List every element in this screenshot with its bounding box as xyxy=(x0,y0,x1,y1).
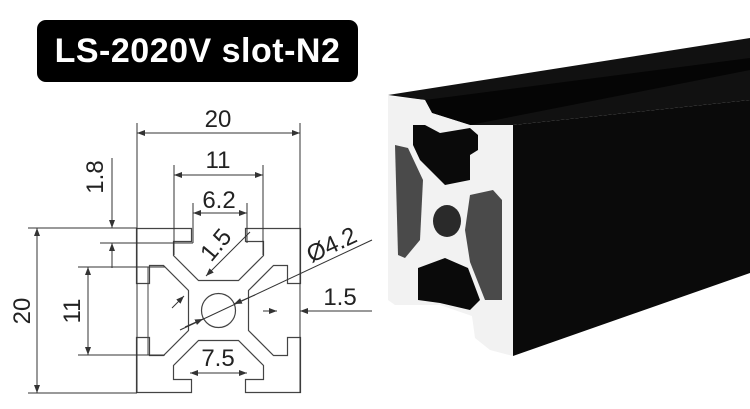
svg-text:11: 11 xyxy=(59,299,86,324)
svg-text:20: 20 xyxy=(205,106,232,133)
dim-lip-thickness: 1.8 xyxy=(28,158,193,268)
dim-overall-width: 20 xyxy=(136,106,301,393)
svg-text:1.8: 1.8 xyxy=(82,160,109,193)
front-face xyxy=(513,100,750,356)
svg-text:1.5: 1.5 xyxy=(323,284,356,311)
dim-wall-thickness: 1.5 xyxy=(263,284,372,314)
dim-side-slot-height: 11 xyxy=(59,266,165,356)
dim-overall-height: 20 xyxy=(9,228,137,394)
svg-text:6.2: 6.2 xyxy=(202,187,235,214)
svg-text:Ø4.2: Ø4.2 xyxy=(303,222,362,268)
technical-drawing: 20 11 6.2 1.8 xyxy=(9,106,373,394)
svg-text:11: 11 xyxy=(206,147,231,174)
svg-text:7.5: 7.5 xyxy=(201,345,234,372)
center-hole xyxy=(200,292,237,329)
dim-slot-opening: 6.2 xyxy=(192,187,248,243)
product-title-badge: LS-2020V slot-N2 xyxy=(37,20,358,82)
dim-bottom-slot: 7.5 xyxy=(190,345,247,376)
bottom-slot-cavity xyxy=(418,258,480,310)
top-slot-groove xyxy=(425,58,750,125)
left-cavity xyxy=(395,145,423,258)
center-hole-render xyxy=(433,205,461,237)
dim-slot-inner-width: 11 xyxy=(173,147,264,255)
svg-text:20: 20 xyxy=(9,298,36,325)
extrusion-render xyxy=(388,38,750,356)
right-cavity xyxy=(465,190,502,300)
top-slot-cavity xyxy=(413,125,478,185)
svg-text:1.5: 1.5 xyxy=(195,224,237,267)
